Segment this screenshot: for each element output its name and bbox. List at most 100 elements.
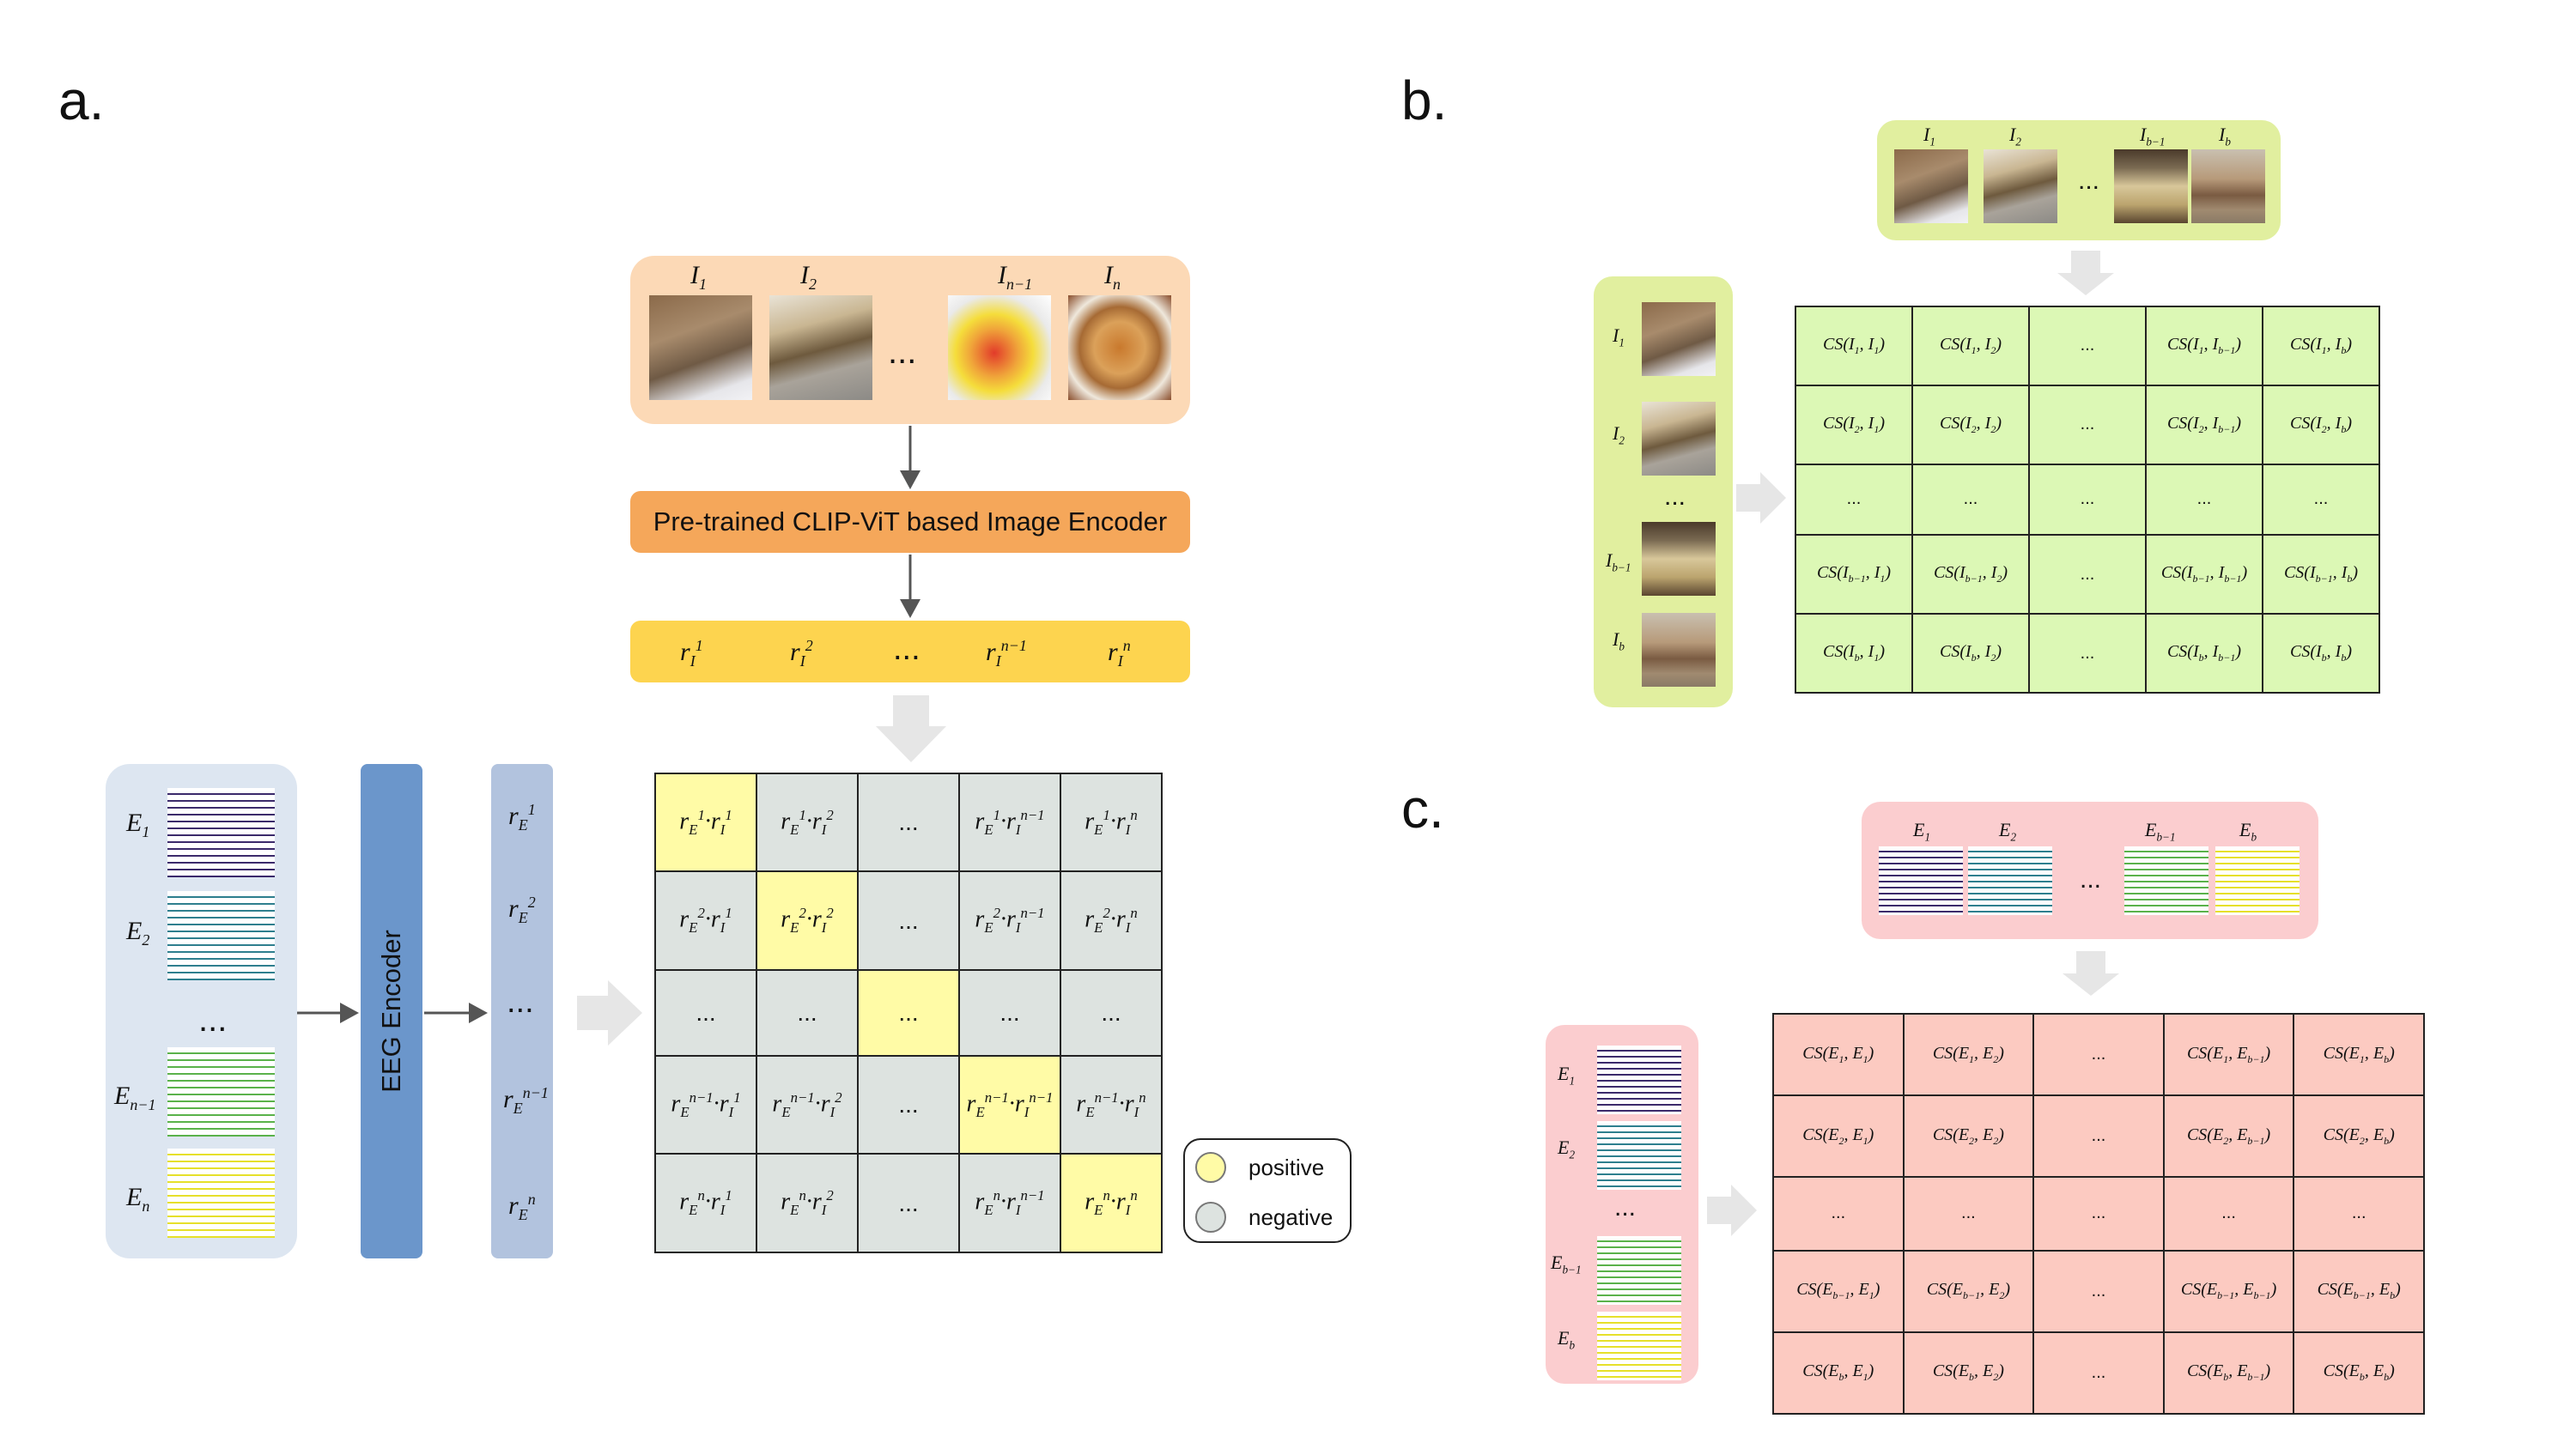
eeg-signal xyxy=(1597,1046,1681,1114)
matrix-cell: ... xyxy=(2162,1176,2295,1252)
matrix-cell: CS(Eb, Eb−1) xyxy=(2162,1331,2295,1416)
matrix-cell: ... xyxy=(654,968,757,1057)
matrix-cell: CS(Ib, Ib) xyxy=(2262,613,2380,694)
matrix-cell: ... xyxy=(2293,1176,2425,1252)
food-plate-image xyxy=(1068,295,1171,400)
ellipsis: ... xyxy=(1614,1193,1637,1222)
eeg-batch-top-panel: E1 E2 Eb−1 Eb ... xyxy=(1862,802,2318,939)
matrix-cell: rEn·rIn−1 xyxy=(958,1153,1061,1253)
legend-label: positive xyxy=(1249,1154,1325,1180)
matrix-cell: rE2·rIn−1 xyxy=(958,870,1061,971)
matrix-row: ............... xyxy=(1772,1176,2425,1252)
ellipsis: ... xyxy=(2080,865,2102,894)
matrix-cell: ... xyxy=(857,870,960,971)
wolf-image xyxy=(1894,149,1968,223)
eeg-label: En xyxy=(126,1183,150,1215)
matrix-cell: ... xyxy=(2032,1249,2165,1333)
matrix-cell: CS(I1, Ib−1) xyxy=(2145,306,2263,386)
matrix-row: CS(Eb−1, E1)CS(Eb−1, E2)...CS(Eb−1, Eb−1… xyxy=(1772,1249,2425,1333)
matrix-cell: CS(I2, I2) xyxy=(1911,384,2030,465)
block-arrow-right-b xyxy=(1736,472,1786,524)
eeg-batch-side-panel: E1 E2 ... Eb−1 Eb xyxy=(1546,1025,1698,1384)
image-feature: ... xyxy=(893,631,920,667)
eeg-signal xyxy=(167,891,275,980)
matrix-cell: ... xyxy=(1902,1176,2035,1252)
matrix-cell: rE2·rIn xyxy=(1060,870,1163,971)
image-batch-top-panel: I1 I2 Ib−1 Ib ... xyxy=(1877,120,2281,240)
image-label: I2 xyxy=(2009,124,2021,149)
matrix-cell: CS(Ib−1, Ib−1) xyxy=(2145,534,2263,615)
eeg-feature: rE1 xyxy=(508,801,536,834)
ellipsis: ... xyxy=(1664,482,1686,511)
matrix-cell: ... xyxy=(756,968,859,1057)
image-label: In−1 xyxy=(998,261,1033,293)
matrix-cell: ... xyxy=(2028,613,2147,694)
matrix-cell: CS(E2, Eb−1) xyxy=(2162,1094,2295,1179)
matrix-cell: CS(E2, Eb) xyxy=(2293,1094,2425,1179)
eeg-label: E2 xyxy=(1999,819,2017,844)
matrix-cell: CS(Eb−1, Eb) xyxy=(2293,1249,2425,1333)
legend-label: negative xyxy=(1249,1203,1334,1230)
image-encoder-label: Pre-trained CLIP-ViT based Image Encoder xyxy=(653,506,1168,537)
image-input-panel: I1 I2 In−1 In ... xyxy=(630,256,1190,424)
matrix-cell: CS(I2, Ib−1) xyxy=(2145,384,2263,465)
matrix-cell: CS(E1, Eb−1) xyxy=(2162,1012,2295,1097)
matrix-cell: rEn−1·rIn−1 xyxy=(958,1054,1061,1155)
legend-item-negative: negative xyxy=(1195,1202,1333,1233)
legend-item-positive: positive xyxy=(1195,1152,1324,1183)
thin-arrow-encoder-to-eeg-features xyxy=(424,1003,488,1023)
image-label: I1 xyxy=(1923,124,1935,149)
eeg-feature: rE2 xyxy=(508,894,536,926)
eeg-signal xyxy=(1879,846,1963,915)
matrix-cell: ... xyxy=(2028,384,2147,465)
matrix-cell: ... xyxy=(2032,1094,2165,1179)
ellipsis: ... xyxy=(198,1001,228,1039)
eeg-signal xyxy=(1597,1312,1681,1380)
matrix-cell: rE1·rIn−1 xyxy=(958,772,1061,873)
matrix-cell: CS(E2, E2) xyxy=(1902,1094,2035,1179)
block-arrow-down-b xyxy=(2057,251,2114,295)
eeg-label: E2 xyxy=(1558,1137,1576,1161)
image-label: Ib xyxy=(1613,628,1625,653)
matrix-cell: rEn·rIn xyxy=(1060,1153,1163,1253)
building-image xyxy=(769,295,872,400)
matrix-cell: rE2·rI2 xyxy=(756,870,859,971)
matrix-row: CS(E2, E1)CS(E2, E2)...CS(E2, Eb−1)CS(E2… xyxy=(1772,1094,2425,1179)
eeg-label: E1 xyxy=(1913,819,1931,844)
eeg-label: En−1 xyxy=(114,1082,156,1113)
panel-label-a: a. xyxy=(58,70,105,131)
wolf-image xyxy=(649,295,752,400)
matrix-row: ............... xyxy=(654,968,1163,1057)
matrix-cell: CS(Ib−1, I1) xyxy=(1795,534,1913,615)
image-feature: rI1 xyxy=(680,637,703,670)
building-image xyxy=(1984,149,2057,223)
block-arrow-right-a xyxy=(577,980,642,1046)
building-image xyxy=(1642,402,1716,476)
matrix-row: CS(Eb, E1)CS(Eb, E2)...CS(Eb, Eb−1)CS(Eb… xyxy=(1772,1331,2425,1416)
matrix-cell: ... xyxy=(2032,1012,2165,1097)
image-feature-bar: rI1 rI2 ... rIn−1 rIn xyxy=(630,621,1190,682)
eeg-signal xyxy=(1597,1121,1681,1190)
matrix-cell: CS(Eb−1, E2) xyxy=(1902,1249,2035,1333)
block-arrow-right-c xyxy=(1707,1185,1757,1236)
matrix-cell: rE2·rI1 xyxy=(654,870,757,971)
matrix-cell: ... xyxy=(2032,1176,2165,1252)
matrix-cell: CS(Eb−1, Eb−1) xyxy=(2162,1249,2295,1333)
matrix-row: CS(I1, I1)CS(I1, I2)...CS(I1, Ib−1)CS(I1… xyxy=(1795,306,2380,386)
ellipsis: ... xyxy=(2078,167,2100,195)
matrix-body: CS(I1, I1)CS(I1, I2)...CS(I1, Ib−1)CS(I1… xyxy=(1795,306,2380,694)
matrix-cell: ... xyxy=(1795,463,1913,537)
matrix-cell: CS(E1, E2) xyxy=(1902,1012,2035,1097)
eeg-label: Eb−1 xyxy=(2145,819,2176,844)
matrix-cell: CS(Eb−1, E1) xyxy=(1772,1249,1905,1333)
eeg-signal xyxy=(167,1149,275,1238)
eeg-feature: rEn−1 xyxy=(503,1084,549,1117)
eeg-label: E1 xyxy=(1558,1063,1576,1088)
negative-swatch xyxy=(1195,1202,1226,1233)
image-label: Ib xyxy=(2219,124,2231,149)
matrix-cell: ... xyxy=(2032,1331,2165,1416)
matrix-cell: ... xyxy=(2028,534,2147,615)
matrix-row: CS(I2, I1)CS(I2, I2)...CS(I2, Ib−1)CS(I2… xyxy=(1795,384,2380,465)
